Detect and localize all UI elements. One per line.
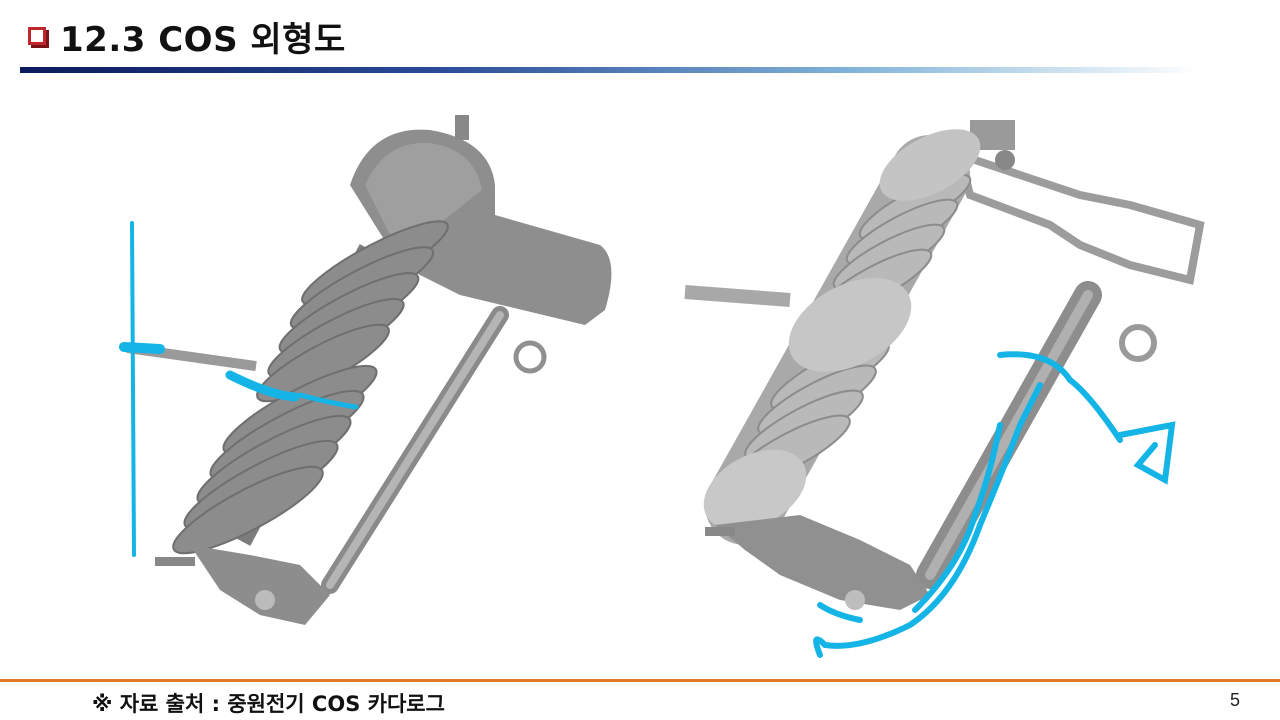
slide-title: 12.3 COS 외형도 <box>60 19 346 60</box>
checkbox-bullet-icon <box>28 27 46 45</box>
slide-title-bar: 12.3 COS 외형도 <box>28 12 346 60</box>
title-underline <box>20 67 1200 73</box>
source-note: ※ 자료 출처 : 중원전기 COS 카다로그 <box>92 692 445 716</box>
page-number: 5 <box>1229 690 1240 710</box>
footer-divider <box>0 679 1280 682</box>
cos-porcelain-type-photo <box>684 120 1205 658</box>
cos-polymer-type-photo <box>119 115 612 625</box>
